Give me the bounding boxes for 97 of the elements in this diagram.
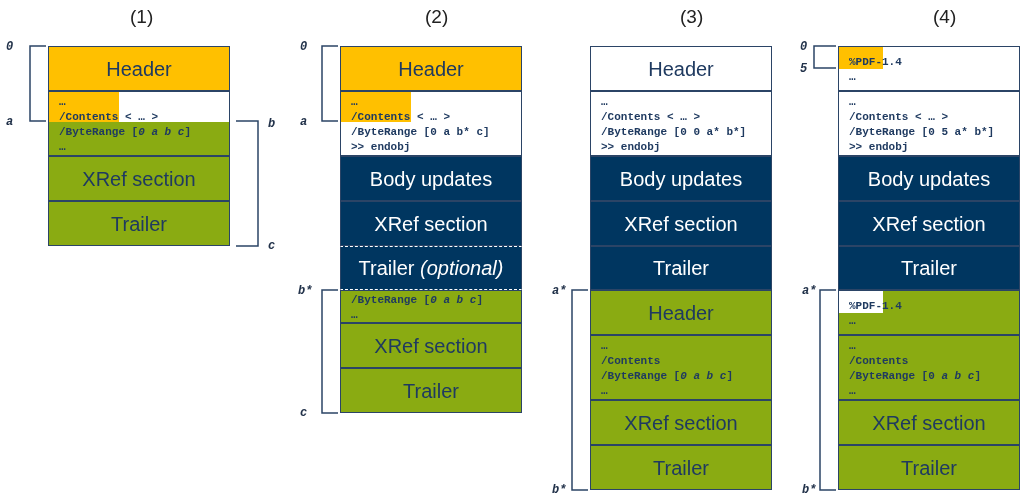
section-title: Body updates (618, 167, 744, 190)
section-block (340, 246, 522, 290)
section-title: Trailer (652, 256, 710, 280)
offset-label: 0 (300, 40, 308, 54)
code-block (48, 91, 230, 156)
section-title: Trailer (402, 379, 460, 402)
section-title: XRef section (871, 411, 987, 434)
offset-label: b* (298, 284, 313, 298)
section-block (590, 46, 772, 91)
code-line: /Contents < … > (849, 110, 949, 124)
section-title: Header (397, 57, 465, 80)
code-line: /Contents (849, 354, 909, 368)
code-line: … (849, 314, 856, 328)
code-block (838, 46, 1020, 91)
section-block (590, 246, 772, 290)
code-block (340, 91, 522, 156)
code-line: /Contents (601, 354, 661, 368)
code-block (838, 335, 1020, 400)
section-title: Header (105, 57, 173, 80)
section-title: XRef section (871, 212, 987, 235)
section-block (590, 156, 772, 201)
section-block (838, 445, 1020, 490)
code-line: … (601, 95, 608, 109)
offset-label: 0 (800, 40, 808, 54)
code-line: /Contents < … > (351, 110, 451, 124)
code-line: … (351, 95, 358, 109)
offset-label: b* (802, 483, 817, 496)
section-title: XRef section (373, 212, 489, 235)
section-title: Trailer (optional) (357, 256, 505, 280)
offset-label: b (268, 117, 276, 131)
section-block (48, 201, 230, 246)
section-block (590, 290, 772, 335)
code-line: … (849, 339, 856, 353)
column-heading: (2) (425, 6, 449, 28)
offset-label: b* (552, 483, 567, 496)
section-block (838, 201, 1020, 246)
section-block (838, 246, 1020, 290)
code-line: /Contents < … > (601, 110, 701, 124)
code-line: /ByteRange [0 a b c] (59, 125, 192, 139)
code-line: … (849, 95, 856, 109)
section-title: Trailer (900, 456, 958, 479)
section-block (340, 46, 522, 91)
section-block (48, 156, 230, 201)
code-line: … (59, 140, 66, 154)
section-title: XRef section (623, 411, 739, 434)
code-block (838, 290, 1020, 335)
offset-label: a* (802, 284, 817, 298)
column-heading: (1) (130, 6, 154, 28)
offset-label: 5 (800, 62, 808, 76)
code-line: … (601, 339, 608, 353)
code-line: >> endobj (351, 140, 411, 154)
code-block (590, 91, 772, 156)
code-line: >> endobj (849, 140, 909, 154)
section-title: Body updates (368, 167, 494, 190)
offset-label: 0 (6, 40, 14, 54)
section-title: Header (647, 301, 715, 324)
section-title: Trailer (652, 456, 710, 479)
code-line: … (849, 70, 856, 84)
column-heading: (3) (680, 6, 704, 28)
section-title: Trailer (110, 212, 168, 235)
offset-label: c (300, 406, 308, 420)
section-block (340, 368, 522, 413)
offset-label: c (268, 239, 276, 253)
section-title: Trailer (900, 256, 958, 280)
code-line: … (601, 384, 608, 398)
section-block (340, 156, 522, 201)
section-block (838, 400, 1020, 445)
column-heading: (4) (933, 6, 957, 28)
code-block (838, 91, 1020, 156)
section-block (590, 201, 772, 246)
code-line: … (59, 95, 66, 109)
section-title: Header (647, 57, 715, 80)
code-line: /ByteRange [0 a b c] (601, 369, 734, 383)
section-block (590, 400, 772, 445)
code-line: /ByteRange [0 a b* c] (351, 125, 490, 139)
section-block (590, 445, 772, 490)
code-block (340, 290, 522, 323)
code-line: >> endobj (601, 140, 661, 154)
section-block (838, 156, 1020, 201)
code-line: /ByteRange [0 5 a* b*] (849, 125, 995, 139)
section-block (340, 201, 522, 246)
code-line: /ByteRange [0 a b c] (351, 293, 484, 307)
section-title: XRef section (373, 334, 489, 357)
offset-label: a* (552, 284, 567, 298)
code-line: /ByteRange [0 0 a* b*] (601, 125, 747, 139)
code-line: /Contents < … > (59, 110, 159, 124)
section-block (340, 323, 522, 368)
code-line: /ByteRange [0 a b c] (849, 369, 982, 383)
section-title: XRef section (623, 212, 739, 235)
section-title: XRef section (81, 167, 197, 190)
section-block (48, 46, 230, 91)
section-title: Body updates (866, 167, 992, 190)
offset-label: a (300, 115, 308, 129)
code-line: … (351, 308, 358, 322)
code-block (590, 335, 772, 400)
code-line: … (849, 384, 856, 398)
offset-label: a (6, 115, 14, 129)
